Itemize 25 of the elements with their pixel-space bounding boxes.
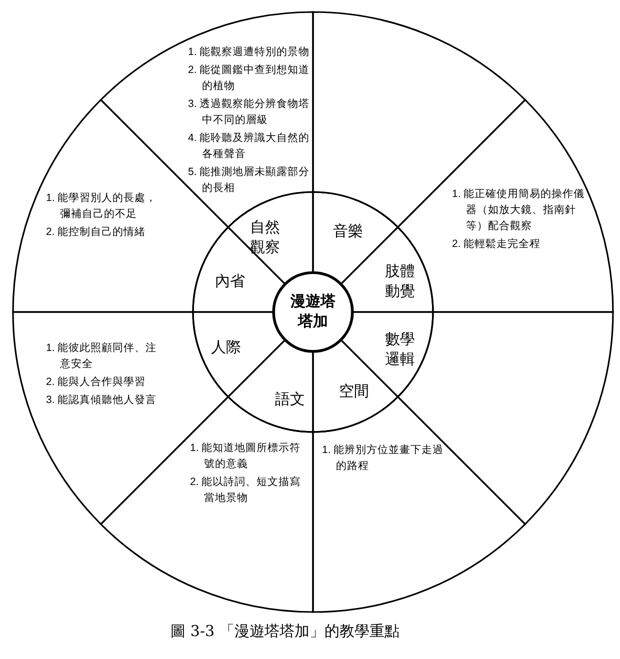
goal-item: 3. 能認真傾聽他人發言	[46, 393, 158, 408]
intelligence-label: 空間	[338, 382, 370, 402]
intelligence-label: 人際	[210, 338, 242, 358]
intelligence-label: 自然觀察	[249, 218, 281, 258]
goal-item: 1. 能學習別人的長處，彌補自己的不足	[46, 191, 158, 222]
goal-item: 1. 能正確使用簡易的操作儀器（如放大鏡、指南針等）配合觀察	[452, 187, 586, 234]
goal-item: 2. 能以詩詞、短文描寫當地景物	[190, 475, 302, 506]
intelligence-label: 音樂	[332, 222, 364, 242]
goal-item: 1. 能知道地圖所標示符號的意義	[190, 441, 302, 472]
intelligence-label: 數學邏輯	[384, 330, 416, 370]
goal-item: 2. 能從圖鑑中查到想知道的植物	[188, 63, 310, 94]
goal-item: 1. 能辨別方位並畫下走過的路程	[322, 443, 444, 474]
center-circle: 漫遊塔塔加	[273, 272, 353, 352]
figure-caption: 圖 3-3 「漫遊塔塔加」的教學重點	[170, 622, 400, 641]
goal-item: 2. 能控制自己的情緒	[46, 225, 147, 240]
goal-item: 3. 透過觀察能分辨食物塔中不同的層級	[188, 97, 310, 128]
goal-item: 1. 能觀察週遭特別的景物	[188, 45, 310, 60]
goal-item: 5. 能推測地層未顯露部分的長相	[188, 165, 310, 196]
intelligence-label: 語文	[274, 390, 306, 410]
goal-item: 4. 能聆聽及辨識大自然的各種聲音	[188, 131, 310, 162]
goal-item: 1. 能彼此照顧同伴、注意安全	[46, 341, 158, 372]
intelligence-label: 肢體動覺	[384, 262, 416, 302]
goal-item: 2. 能與人合作與學習	[46, 375, 147, 390]
goal-item: 2. 能輕鬆走完全程	[452, 237, 542, 252]
intelligence-label: 內省	[214, 272, 246, 292]
